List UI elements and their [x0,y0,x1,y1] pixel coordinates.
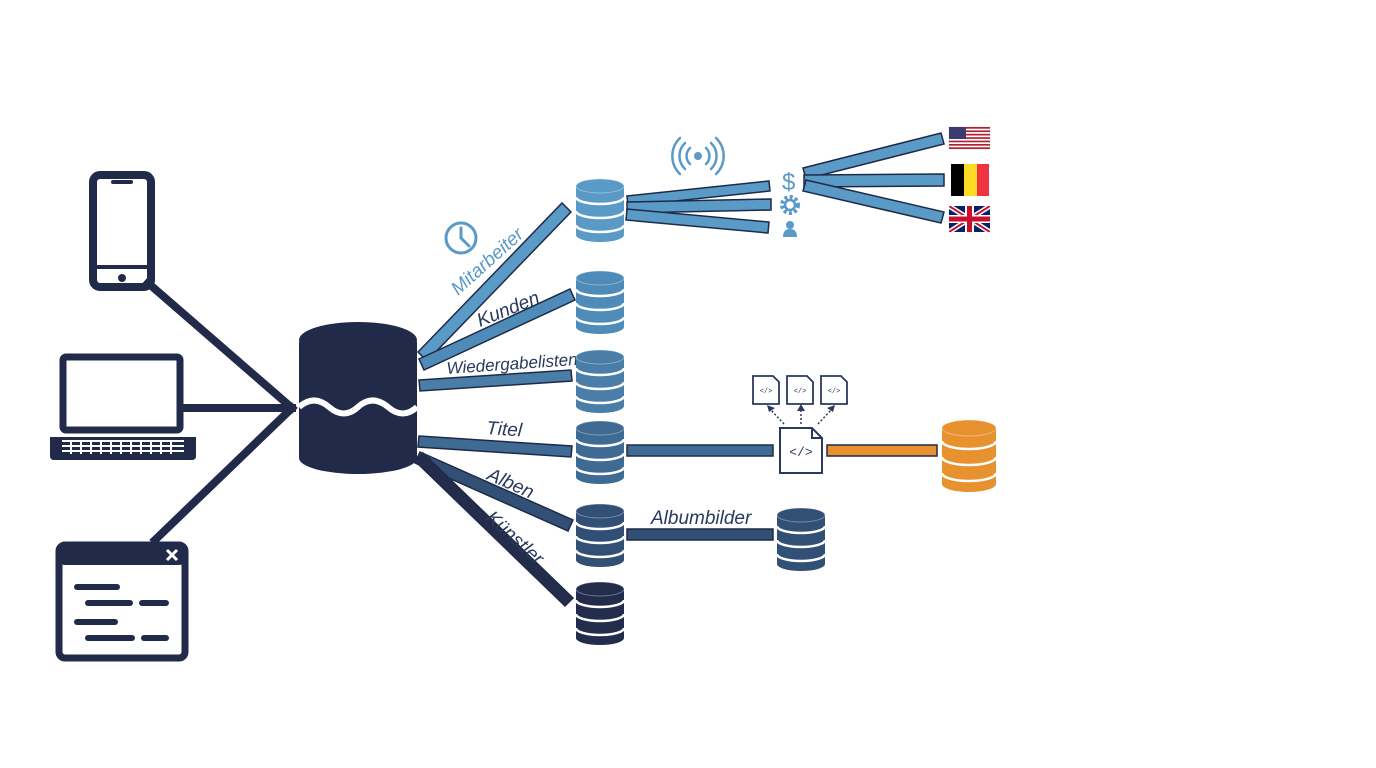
browser-window-icon [55,541,189,662]
db-kuenstler-icon [574,581,626,645]
dollar-icon: $ [782,169,795,196]
small-code-label: </> [794,388,807,396]
code-document-icon: </> [779,427,823,474]
small-code-document-icon: </> [786,375,814,405]
device-connectors [142,277,298,546]
code-to-output-bar [826,444,938,457]
branch-bars [413,201,576,608]
titel-to-code-bar [626,444,774,457]
db-alben-icon [574,503,626,567]
laptop-icon [50,353,196,460]
titel-bar [417,435,573,458]
phone-connector [142,277,298,414]
alben-to-albumbilder-bar [626,528,774,541]
small-code-label: </> [828,388,841,396]
kuenstler-bar [413,451,575,608]
close-icon [165,548,179,562]
smartphone-icon [89,171,155,291]
wireless-signal-icon [671,136,725,176]
label-titel: Titel [486,418,524,441]
flag-connector-bars [802,132,945,224]
gear-icon [780,195,800,215]
db-output-icon [940,419,998,492]
db-kunden-icon [574,270,626,334]
data-lake-icon [297,322,420,474]
db-albumbilder-icon [775,507,827,571]
wiedergabelisten-bar [418,369,573,392]
small-code-document-icon: </> [820,375,848,405]
usa-flag-icon [948,126,991,150]
belgium-flag-icon [951,164,989,196]
small-code-document-icon: </> [752,375,780,405]
db-mitarbeiter-icon [574,178,626,242]
db-titel-icon [574,420,626,484]
clock-icon [444,221,478,255]
uk-flag-icon [949,206,990,232]
small-code-label: </> [760,388,773,396]
person-icon [783,221,797,237]
label-albumbilder: Albumbilder [650,508,752,529]
mitarbeiter-service-bars [625,180,772,234]
arrowheads [767,404,835,412]
kunden-bar [418,288,576,371]
code-split-arrows [769,408,833,425]
browser-connector [149,402,298,546]
db-wiedergabelisten-icon [574,349,626,413]
code-document-label: </> [789,445,813,460]
